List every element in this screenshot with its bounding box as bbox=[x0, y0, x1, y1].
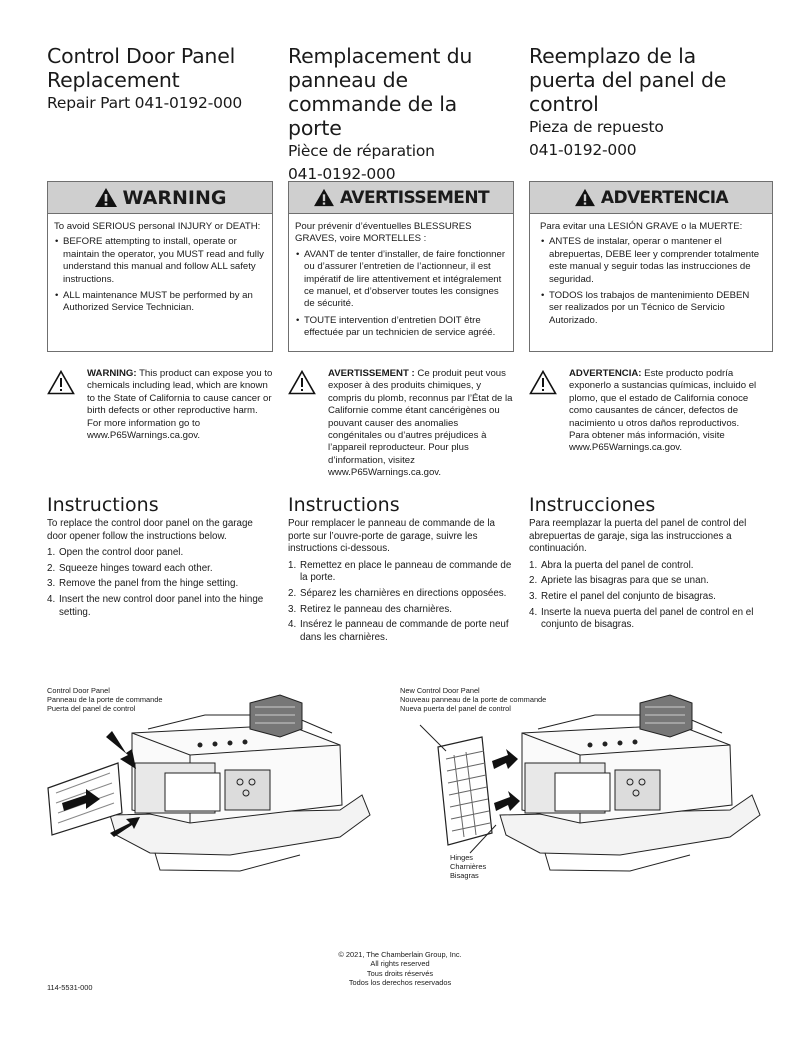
instruction-step: 2.Squeeze hinges toward each other. bbox=[47, 562, 213, 574]
instruction-step: 3.Remove the panel from the hinge settin… bbox=[47, 578, 239, 590]
caution-triangle-icon bbox=[47, 370, 75, 395]
title-fr-main: Remplacement du panneau de commande de l… bbox=[288, 44, 473, 140]
warning-box-fr: AVERTISSEMENT Pour prévenir d’éventuelle… bbox=[288, 181, 514, 352]
instruction-step: 3.Retire el panel del conjunto de bisagr… bbox=[529, 590, 716, 602]
callout-hinges: Hinges Charnières Bisagras bbox=[450, 853, 487, 881]
warning-intro: Para evitar una LESIÓN GRAVE o la MUERTE… bbox=[540, 221, 743, 232]
warning-header-label: ADVERTENCIA bbox=[600, 187, 729, 208]
warning-triangle-icon bbox=[94, 188, 117, 207]
warning-box-en: WARNING To avoid SERIOUS personal INJURY… bbox=[47, 181, 273, 352]
instructions-fr: Instructions Pour remplacer le panneau d… bbox=[288, 494, 514, 647]
warning-item: ALL maintenance MUST be performed by an … bbox=[54, 290, 266, 315]
callout-new-control-door-panel: New Control Door Panel Nouveau panneau d… bbox=[400, 686, 547, 714]
part-number: 114-5531-000 bbox=[47, 983, 93, 992]
instruction-step: 1.Open the control door panel. bbox=[47, 547, 184, 559]
prop65-en: WARNING: This product can expose you to … bbox=[47, 368, 273, 442]
warning-item: AVANT de tenter d’installer, de faire fo… bbox=[295, 249, 507, 311]
instruction-step: 1.Abra la puerta del panel de control. bbox=[529, 559, 694, 571]
opener-illustration-removal bbox=[47, 694, 371, 872]
prop65-text: Ce produit peut vous exposer à des produ… bbox=[328, 368, 513, 479]
prop65-fr: AVERTISSEMENT : Ce produit peut vous exp… bbox=[288, 368, 514, 480]
instructions-intro: Pour remplacer le panneau de commande de… bbox=[288, 518, 495, 555]
warning-intro: To avoid SERIOUS personal INJURY or DEAT… bbox=[54, 221, 261, 232]
instructions-en: Instructions To replace the control door… bbox=[47, 494, 273, 622]
prop65-es: ADVERTENCIA: Este producto podría expone… bbox=[529, 368, 757, 455]
instruction-step: 4.Insert the new control door panel into… bbox=[47, 593, 264, 618]
warning-header-fr: AVERTISSEMENT bbox=[289, 182, 513, 214]
warning-header-label: AVERTISSEMENT bbox=[340, 187, 490, 208]
callout-control-door-panel: Control Door Panel Panneau de la porte d… bbox=[47, 686, 163, 714]
warning-item: TODOS los trabajos de mantenimiento DEBE… bbox=[540, 290, 764, 327]
title-fr: Remplacement du panneau de commande de l… bbox=[288, 44, 514, 186]
warning-triangle-icon bbox=[574, 188, 595, 207]
warning-header-es: ADVERTENCIA bbox=[530, 182, 772, 214]
warning-item: ANTES de instalar, operar o mantener el … bbox=[540, 236, 764, 286]
title-en-main: Control Door Panel Replacement bbox=[47, 44, 236, 92]
title-es-sub1: Pieza de repuesto bbox=[529, 118, 664, 136]
title-fr-sub2: 041-0192-000 bbox=[288, 165, 396, 183]
title-es-sub2: 041-0192-000 bbox=[529, 141, 637, 159]
instructions-intro: Para reemplazar la puerta del panel de c… bbox=[529, 518, 747, 555]
warning-item: BEFORE attempting to install, operate or… bbox=[54, 236, 266, 286]
prop65-text: This product can expose you to chemicals… bbox=[87, 368, 273, 442]
instruction-step: 1.Remettez en place le panneau de comman… bbox=[288, 559, 512, 584]
prop65-text: Este producto podría exponerlo a sustanc… bbox=[569, 368, 757, 454]
copyright-footer: © 2021, The Chamberlain Group, Inc. All … bbox=[338, 950, 462, 988]
title-es-main: Reemplazo de la puerta del panel de cont… bbox=[529, 44, 727, 116]
instructions-heading: Instrucciones bbox=[529, 494, 656, 516]
instruction-step: 3.Retirez le panneau des charnières. bbox=[288, 603, 452, 615]
title-en-sub: Repair Part 041-0192-000 bbox=[47, 94, 243, 112]
instruction-step: 4.Inserte la nueva puerta del panel de c… bbox=[529, 606, 754, 631]
instruction-step: 4.Insérez le panneau de commande de port… bbox=[288, 619, 509, 643]
caution-triangle-icon bbox=[288, 370, 316, 395]
warning-item: TOUTE intervention d’entretien DOIT être… bbox=[295, 315, 507, 340]
prop65-label: ADVERTENCIA: bbox=[569, 368, 642, 379]
instructions-heading: Instructions bbox=[47, 494, 159, 516]
warning-triangle-icon bbox=[314, 188, 334, 207]
instruction-step: 2.Séparez les charnières en directions o… bbox=[288, 587, 507, 599]
title-fr-sub1: Pièce de réparation bbox=[288, 142, 435, 160]
prop65-label: WARNING: bbox=[87, 368, 137, 379]
caution-triangle-icon bbox=[529, 370, 557, 395]
title-en: Control Door Panel Replacement Repair Pa… bbox=[47, 44, 273, 115]
opener-illustration-install bbox=[419, 694, 761, 872]
instructions-heading: Instructions bbox=[288, 494, 400, 516]
instruction-step: 2.Apriete las bisagras para que se unan. bbox=[529, 575, 709, 587]
warning-header-label: WARNING bbox=[122, 186, 227, 209]
instructions-es: Instrucciones Para reemplazar la puerta … bbox=[529, 494, 757, 635]
warning-intro: Pour prévenir d’éventuelles BLESSURES GR… bbox=[295, 221, 472, 245]
instructions-intro: To replace the control door panel on the… bbox=[47, 518, 253, 542]
warning-box-es: ADVERTENCIA Para evitar una LESIÓN GRAVE… bbox=[529, 181, 773, 352]
title-es: Reemplazo de la puerta del panel de cont… bbox=[529, 44, 757, 162]
prop65-label: AVERTISSEMENT : bbox=[328, 368, 415, 379]
warning-header-en: WARNING bbox=[48, 182, 272, 214]
